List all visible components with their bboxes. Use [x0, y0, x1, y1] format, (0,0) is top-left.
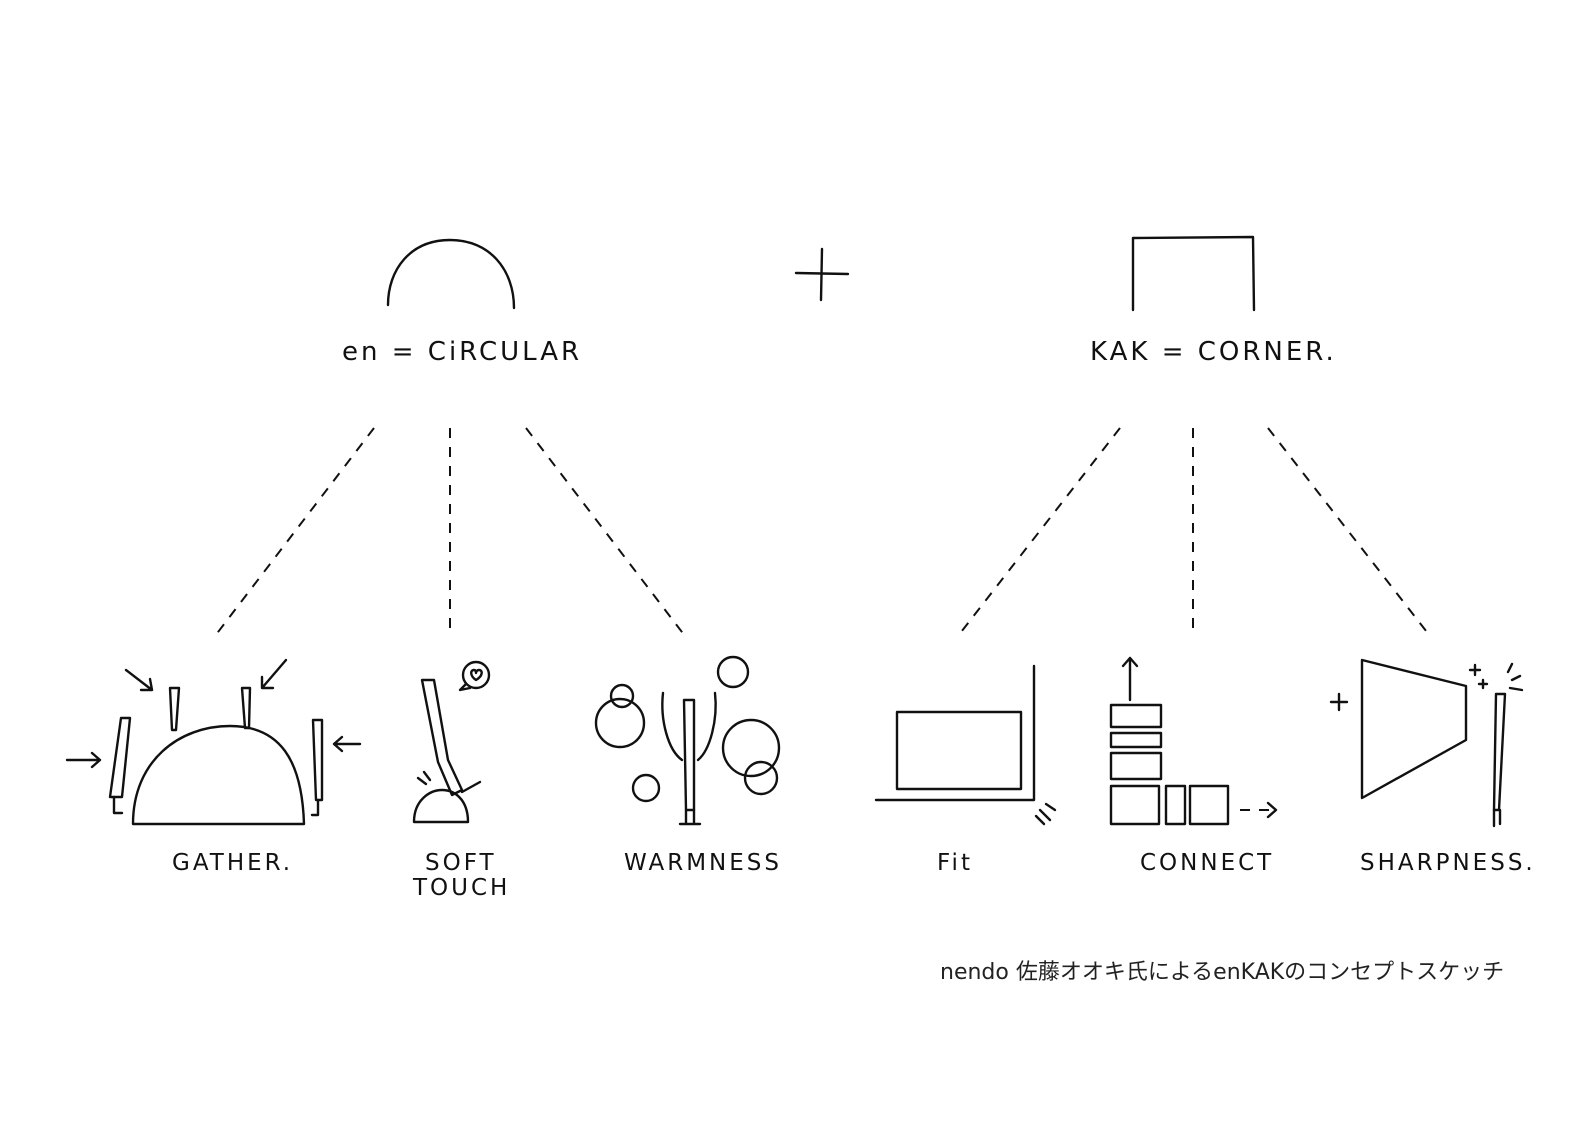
arrow-right-icon	[65, 751, 102, 769]
corner-symbol	[1131, 235, 1256, 312]
left-connectors	[214, 427, 686, 637]
arrow-right-icon	[1266, 801, 1278, 819]
soft-touch-label-line1: SOFT	[425, 850, 497, 876]
right-concept-label: KAK = CORNER.	[1090, 337, 1337, 367]
gather-label: GATHER.	[172, 850, 293, 876]
sharpness-label: SHARPNESS.	[1360, 850, 1536, 876]
plus-icon	[794, 247, 850, 302]
fit-sketch	[874, 664, 1057, 826]
warmness-label: WARMNESS	[624, 850, 782, 876]
soft-touch-sketch	[412, 660, 491, 824]
gather-sketch	[65, 658, 362, 826]
left-concept-label: en = CiRCULAR	[342, 337, 582, 367]
connect-label: CONNECT	[1140, 850, 1274, 876]
arrow-down-left-icon	[260, 658, 288, 690]
arrow-left-icon	[332, 735, 362, 753]
speech-bubble-icon	[461, 660, 491, 690]
soft-touch-label-line2: TOUCH	[412, 875, 510, 901]
right-connectors	[957, 427, 1431, 637]
heart-icon	[470, 668, 483, 682]
arrow-down-right-icon	[124, 668, 154, 692]
fit-label: Fit	[937, 850, 973, 876]
caption: nendo 佐藤オオキ氏によるenKAKのコンセプトスケッチ	[940, 960, 1505, 985]
sharpness-sketch	[1329, 658, 1524, 828]
warmness-sketch	[594, 655, 781, 826]
arrow-up-icon	[1121, 656, 1139, 702]
arch-symbol	[386, 238, 516, 310]
connect-sketch	[1109, 656, 1278, 826]
sparkle-plus-icon	[1329, 692, 1349, 712]
